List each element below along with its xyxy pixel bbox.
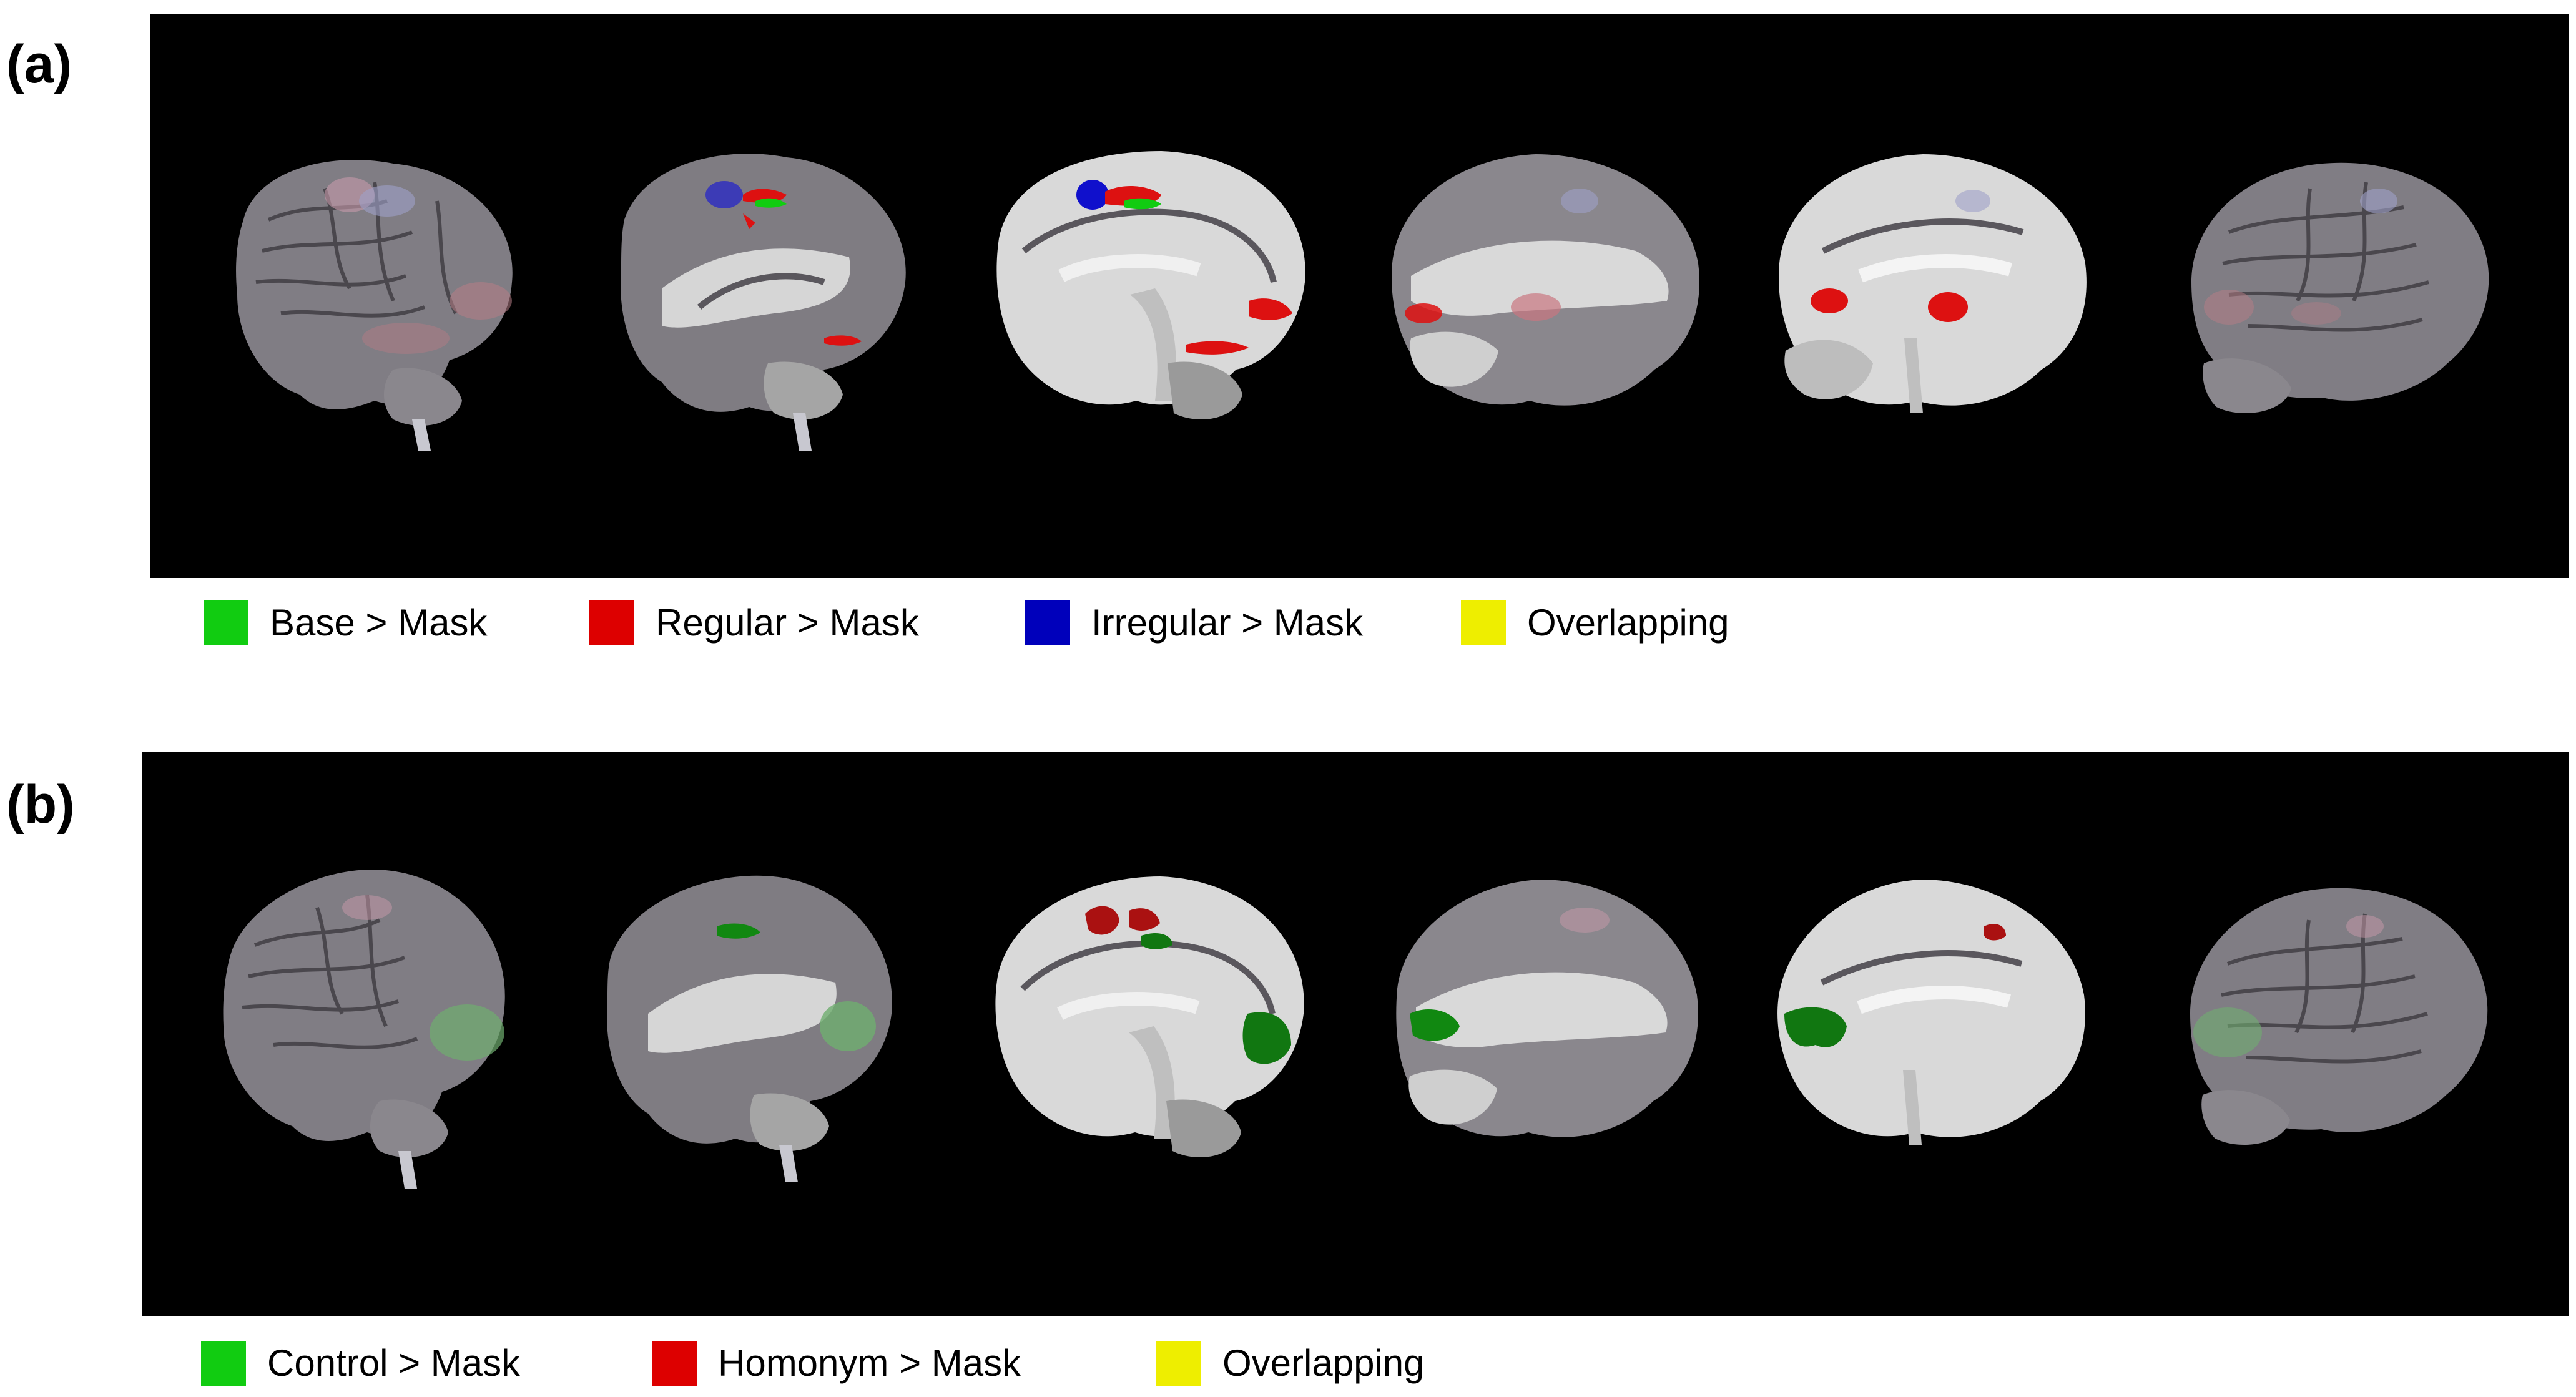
brain-medial-view-5 <box>1761 14 2110 578</box>
brain-lateral-view-1b <box>180 752 548 1316</box>
legend-label-overlapping-b: Overlapping <box>1222 1342 1425 1384</box>
brain-medial-view-4 <box>1374 14 1723 578</box>
panel-a-label: (a) <box>6 34 72 94</box>
brain-lateral-view-1 <box>187 14 562 578</box>
brain-lateral-view-6b <box>2153 752 2527 1316</box>
brain-medial-view-4b <box>1372 752 1722 1316</box>
panel-b-brain-strip <box>142 752 2569 1316</box>
legend-swatch-green <box>204 600 248 645</box>
legend-item-control: Control > Mask <box>201 1341 520 1386</box>
legend-label-base: Base > Mask <box>270 602 488 644</box>
brain-medial-view-5b <box>1759 752 2109 1316</box>
legend-label-overlapping-a: Overlapping <box>1527 602 1729 644</box>
brain-medial-view-3b <box>973 752 1335 1316</box>
legend-item-irregular: Irregular > Mask <box>1025 600 1363 645</box>
legend-item-overlapping-a: Overlapping <box>1461 600 1729 645</box>
legend-swatch-red <box>589 600 634 645</box>
legend-label-control: Control > Mask <box>267 1342 521 1384</box>
legend-label-homonym: Homonym > Mask <box>718 1342 1021 1384</box>
legend-label-irregular: Irregular > Mask <box>1091 602 1364 644</box>
legend-item-overlapping-b: Overlapping <box>1156 1341 1425 1386</box>
legend-item-regular: Regular > Mask <box>589 600 919 645</box>
brain-medial-view-3 <box>974 14 1336 578</box>
legend-swatch-red-b <box>652 1341 697 1386</box>
panel-b-label: (b) <box>6 775 75 835</box>
legend-item-homonym: Homonym > Mask <box>652 1341 1021 1386</box>
legend-swatch-yellow-b <box>1156 1341 1201 1386</box>
legend-swatch-green-b <box>201 1341 246 1386</box>
panel-a-brain-strip <box>150 14 2569 578</box>
brain-sagittal-view-2b <box>573 752 923 1316</box>
brain-lateral-view-6 <box>2154 14 2529 578</box>
legend-label-regular: Regular > Mask <box>656 602 919 644</box>
legend-item-base: Base > Mask <box>204 600 488 645</box>
legend-swatch-blue <box>1025 600 1070 645</box>
legend-swatch-yellow <box>1461 600 1506 645</box>
brain-sagittal-view-2 <box>587 14 937 578</box>
